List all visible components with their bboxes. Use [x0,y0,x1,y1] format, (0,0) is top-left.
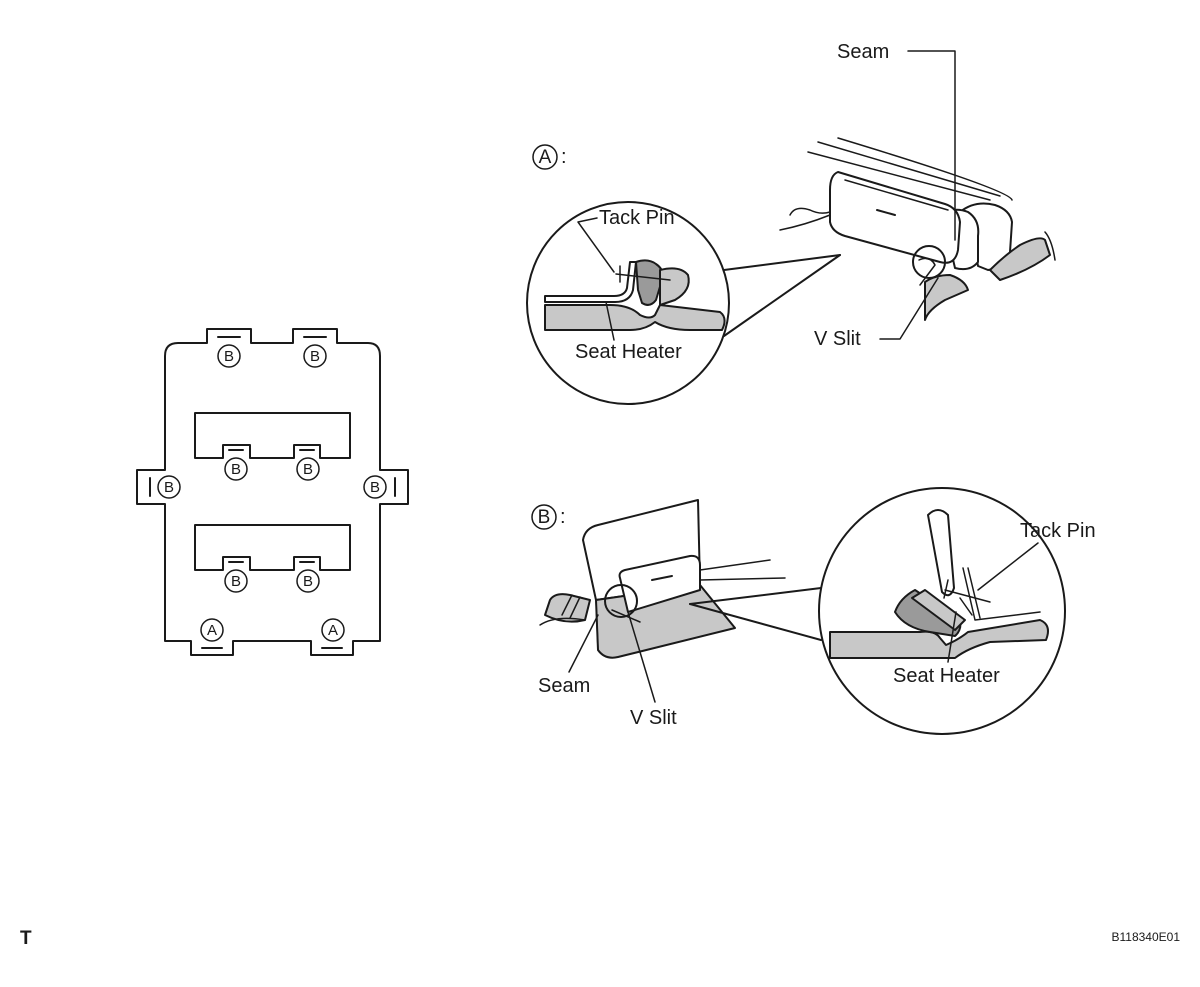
svg-text:Seat Heater: Seat Heater [575,341,682,363]
marker-b: B [363,475,387,499]
seat-cushion-a [779,137,1056,321]
marker-a: A [200,618,224,642]
svg-text:B: B [231,461,241,478]
marker-b: B [217,344,241,368]
heater-cutout-upper [194,412,351,459]
label-v-slit-b: V Slit [627,611,677,729]
svg-text:B: B [310,348,320,365]
marker-b: B [224,457,248,481]
detail-b-heading: B : [531,504,566,530]
highlight-circle [912,245,946,279]
slit-mark [651,575,673,581]
magnified-view-b [689,487,1066,735]
svg-text:B: B [164,479,174,496]
label-tack-pin-b: Tack Pin [977,520,1096,591]
heater-outline [136,328,409,656]
detail-a-heading: A : [532,144,567,170]
seat-back-b [539,499,786,659]
svg-text:A: A [328,622,338,639]
magnified-view-a [526,201,841,405]
slit-mark [876,209,896,216]
marker-b: B [224,569,248,593]
svg-text:B: B [303,461,313,478]
svg-text::: : [560,506,566,528]
svg-text:A: A [207,622,217,639]
corner-letter: T [20,928,32,949]
document-code: B118340E01 [1111,930,1180,944]
marker-b: B [296,457,320,481]
svg-text:B: B [370,479,380,496]
heater-cutout-lower [194,524,351,571]
marker-a: A [321,618,345,642]
svg-text:Seat Heater: Seat Heater [893,665,1000,687]
svg-text:B: B [224,348,234,365]
label-seam-a: Seam [837,41,956,241]
svg-text:A: A [539,147,552,168]
svg-text:B: B [231,573,241,590]
svg-text:Tack Pin: Tack Pin [1020,520,1096,542]
svg-text::: : [561,146,567,168]
svg-text:B: B [303,573,313,590]
marker-b: B [296,569,320,593]
svg-text:Tack Pin: Tack Pin [599,207,675,229]
svg-text:V Slit: V Slit [630,707,677,729]
heater-plan-view: B B B B B B B B [136,328,409,656]
svg-text:Seam: Seam [538,675,590,697]
label-tack-pin-a: Tack Pin [577,207,675,273]
svg-text:V Slit: V Slit [814,328,861,350]
label-seam-b: Seam [538,614,599,697]
detail-b: B : [531,487,1096,735]
svg-text:B: B [538,507,551,528]
svg-text:Seam: Seam [837,41,889,63]
label-seat-heater-b: Seat Heater [893,611,1000,687]
label-seat-heater-a: Seat Heater [575,301,682,363]
marker-b: B [303,344,327,368]
marker-b: B [157,475,181,499]
label-v-slit-a: V Slit [814,277,939,350]
detail-a: A : [526,41,1056,405]
highlight-circle [604,584,638,618]
